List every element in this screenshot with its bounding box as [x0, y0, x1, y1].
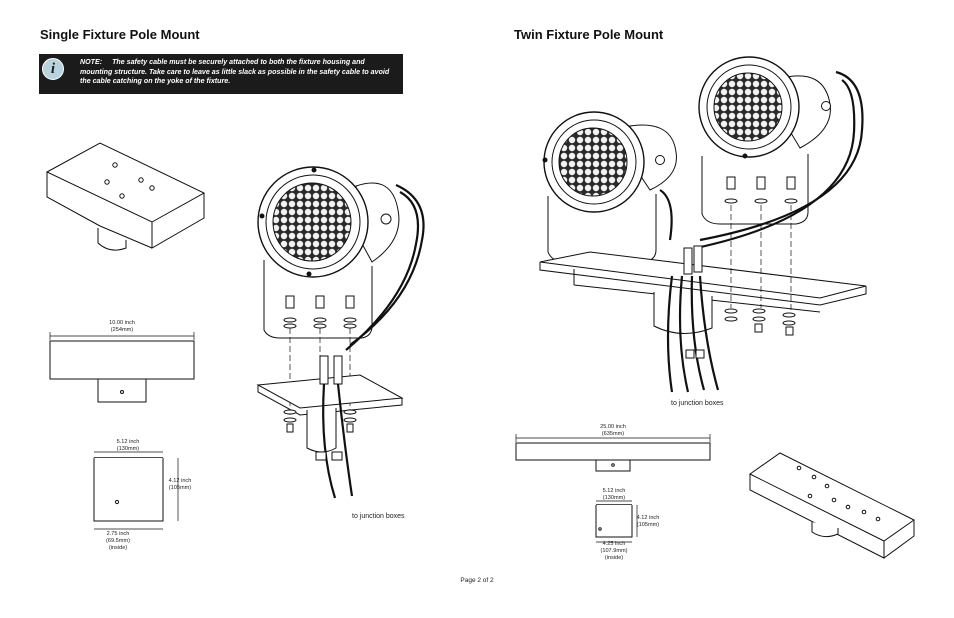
twin-bracket-iso [749, 452, 915, 559]
single-bracket-end [93, 451, 179, 530]
note-label: NOTE: [80, 58, 103, 66]
single-width-label: 5.12 inch (130mm) [116, 439, 140, 452]
twin-inside-label: 4.25 inch (107.9mm) (inside) [600, 541, 628, 561]
safety-note-box: i NOTE:The safety cable must be securely… [39, 54, 403, 94]
twin-length-label: 25.00 inch (635mm) [600, 424, 626, 437]
single-height-label: 4.12 inch (105mm) [168, 478, 192, 491]
single-junction-caption: to junction boxes [352, 513, 405, 520]
note-body: The safety cable must be securely attach… [80, 58, 390, 86]
twin-bracket-end [595, 500, 638, 543]
twin-height-label: 4.12 inch (105mm) [636, 515, 660, 528]
twin-junction-caption: to junction boxes [671, 400, 724, 407]
single-mount-title: Single Fixture Pole Mount [40, 27, 200, 42]
single-bracket-iso [45, 142, 206, 251]
info-icon: i [42, 58, 64, 80]
twin-width-label: 5.12 inch (130mm) [602, 488, 626, 501]
single-inside-label: 2.75 inch (69.5mm) (inside) [106, 531, 130, 551]
single-fixture-drawing [256, 166, 425, 499]
page-number: Page 2 of 2 [460, 577, 494, 584]
single-bracket-side [49, 332, 195, 403]
twin-bracket-side [515, 434, 711, 472]
twin-mount-title: Twin Fixture Pole Mount [514, 27, 664, 42]
single-length-label: 10.00 inch (254mm) [109, 320, 135, 333]
safety-note-text: NOTE:The safety cable must be securely a… [80, 58, 398, 87]
twin-fixture-drawing [539, 56, 867, 393]
